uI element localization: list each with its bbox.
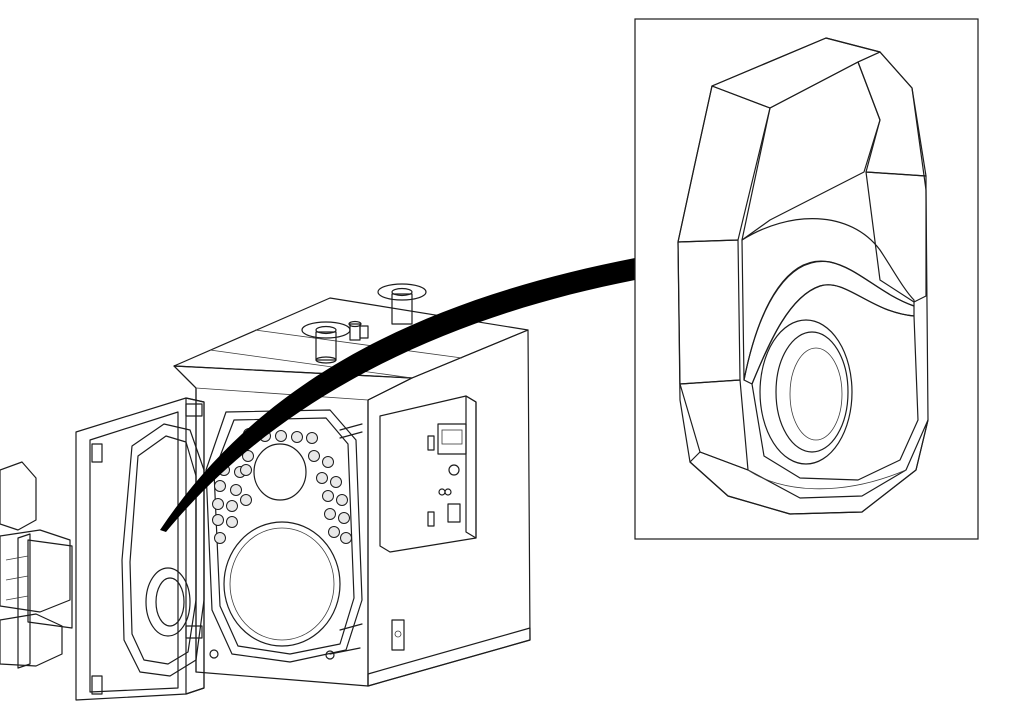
flue-tube-opening xyxy=(214,480,226,492)
callout-leader-line xyxy=(160,258,635,532)
flue-tube-opening xyxy=(230,484,242,496)
flue-tube-opening xyxy=(275,430,287,442)
flue-tube-opening xyxy=(336,494,348,506)
flue-tube-opening xyxy=(226,500,238,512)
flue-tube-opening xyxy=(240,494,252,506)
burner-unit xyxy=(0,461,73,669)
flue-outlet-right xyxy=(377,283,427,325)
flue-tube-opening xyxy=(212,514,224,526)
flue-tube-opening xyxy=(291,431,303,443)
boiler-door xyxy=(75,397,205,701)
flue-tube-opening xyxy=(306,432,318,444)
flue-tube-opening xyxy=(242,450,254,462)
flue-tube-opening xyxy=(324,508,336,520)
flue-tube-opening xyxy=(226,516,238,528)
flue-tube-opening xyxy=(240,464,252,476)
flue-tube-opening xyxy=(316,472,328,484)
flue-tube-opening xyxy=(340,532,352,544)
flue-tube-opening xyxy=(330,476,342,488)
door-fixing-studs xyxy=(209,423,363,660)
flue-tube-opening xyxy=(328,526,340,538)
flue-tube-opening xyxy=(214,532,226,544)
small-pipe-stubs xyxy=(348,320,369,341)
detail-callout xyxy=(634,18,979,540)
flue-outlet-left xyxy=(301,321,351,364)
boiler-body xyxy=(173,297,531,687)
flue-tube-opening xyxy=(308,450,320,462)
lower-access-hatch xyxy=(391,619,405,651)
flue-tube-opening xyxy=(338,512,350,524)
flue-tube-opening xyxy=(212,498,224,510)
flue-tube-opening xyxy=(322,490,334,502)
refractory-door-liner-icon xyxy=(677,37,929,515)
flue-tube-opening xyxy=(322,456,334,468)
control-panel xyxy=(379,395,477,553)
